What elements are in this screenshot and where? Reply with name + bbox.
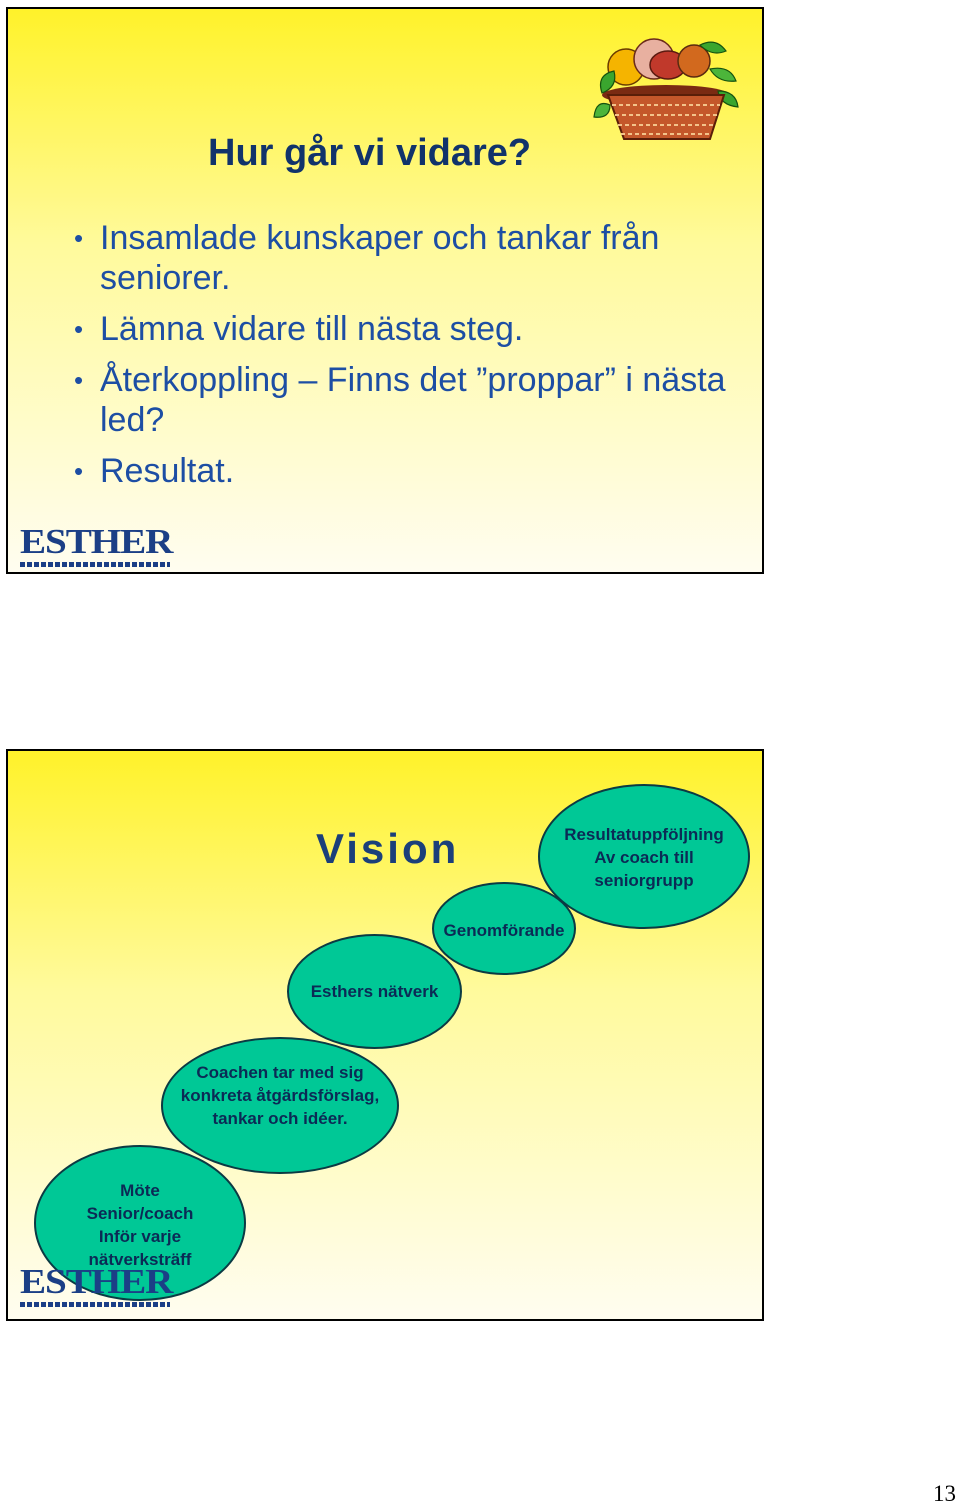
- list-item: • Lämna vidare till nästa steg.: [66, 309, 726, 349]
- list-item: • Resultat.: [66, 451, 726, 491]
- bullet-text: Resultat.: [100, 452, 235, 490]
- list-item: • Insamlade kunskaper och tankar från sen…: [66, 218, 726, 298]
- bullet-text: Insamlade kunskaper och tankar från seni…: [100, 219, 660, 297]
- esther-logo-text: ESTHER: [20, 522, 173, 561]
- bullet-list: • Insamlade kunskaper och tankar från sen…: [66, 218, 726, 502]
- slide-title: Hur går vi vidare?: [208, 132, 532, 174]
- esther-logo: ESTHER: [20, 1264, 180, 1312]
- oval-label: Möte Senior/coach Inför varje nätverkstr…: [86, 1181, 194, 1269]
- oval-mote: Möte Senior/coach Inför varje nätverkstr…: [34, 1145, 246, 1301]
- bullet-text: Lämna vidare till nästa steg.: [100, 310, 524, 348]
- bullet-text: Återkoppling – Finns det ”proppar” i näs…: [100, 361, 726, 439]
- bullet-icon: •: [74, 456, 84, 486]
- fruit-basket-icon: [593, 38, 739, 140]
- bullet-icon: •: [74, 314, 84, 344]
- oval-label: Esthers nätverk: [310, 982, 439, 1001]
- esther-logo-tagline: [20, 562, 170, 567]
- oval-label: Resultatuppföljning Av coach till senior…: [564, 825, 724, 890]
- slide-2: Vision Resultatuppföljning Av coach till…: [6, 749, 764, 1321]
- list-item: • Återkoppling – Finns det ”proppar” i nä…: [66, 360, 726, 440]
- oval-label: Coachen tar med sig konkreta åtgärdsförs…: [180, 1063, 380, 1128]
- oval-esthers-natverk: Esthers nätverk: [287, 934, 462, 1049]
- slide-1: Hur går vi vidare? • Insamlade kunskaper …: [6, 7, 764, 574]
- oval-label: Genomförande: [443, 921, 565, 940]
- esther-logo: ESTHER: [20, 524, 180, 572]
- page-number: 13: [933, 1481, 956, 1506]
- esther-logo-tagline: [20, 1302, 170, 1307]
- bullet-icon: •: [74, 365, 84, 395]
- oval-coachen: Coachen tar med sig konkreta åtgärdsförs…: [161, 1037, 399, 1174]
- vision-title: Vision: [316, 825, 460, 872]
- esther-logo-text: ESTHER: [20, 1262, 173, 1301]
- bullet-icon: •: [74, 223, 84, 253]
- oval-resultatuppfoljning: Resultatuppföljning Av coach till senior…: [538, 784, 750, 929]
- oval-genomforande: Genomförande: [432, 882, 576, 975]
